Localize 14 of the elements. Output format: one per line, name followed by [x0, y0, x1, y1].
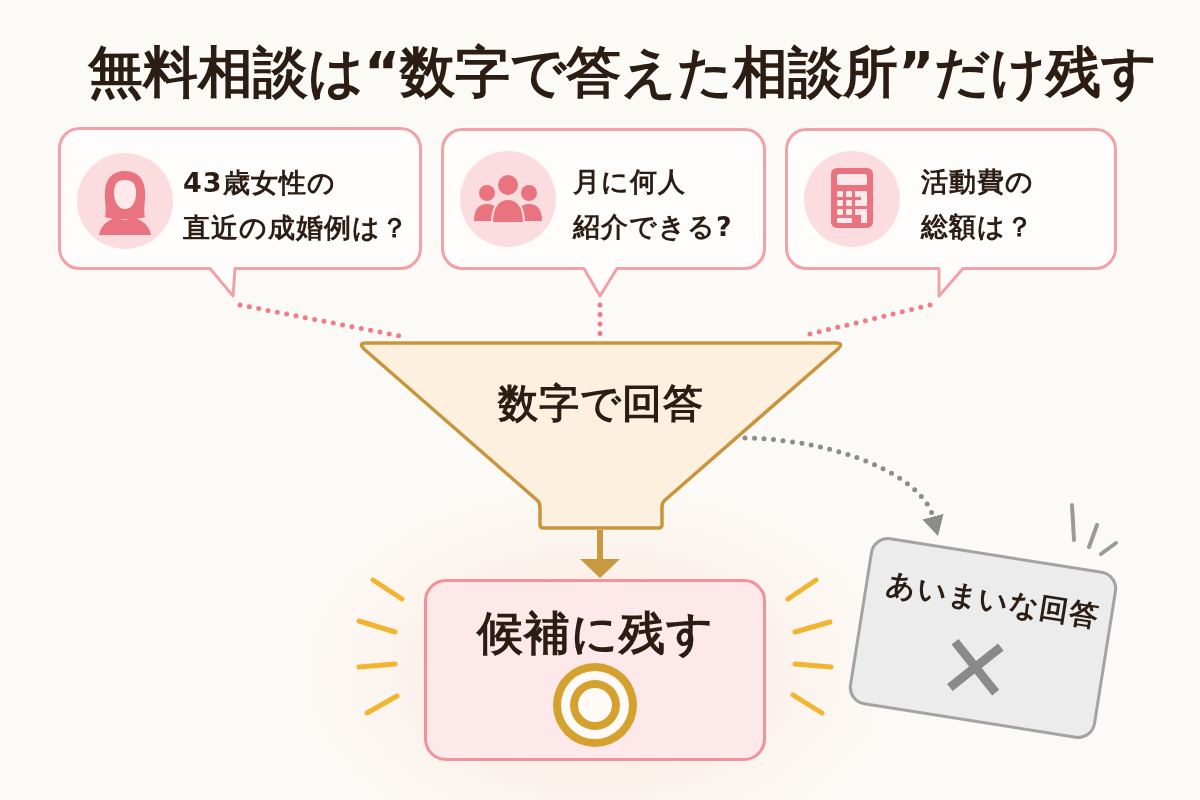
card-label: あいまいな回答 — [884, 565, 1103, 635]
question-text: 月に何人紹介できる? — [573, 165, 733, 244]
title: 無料相談は“数字で答えた相談所”だけ残す — [88, 39, 1158, 105]
arrow — [580, 530, 620, 578]
result-box — [424, 579, 766, 761]
dotted-line — [597, 302, 603, 339]
speech-bubble — [785, 128, 1117, 299]
speech-bubble — [58, 127, 422, 299]
box-label: 候補に残す — [476, 605, 714, 661]
question-text: 活動費の総額は？ — [921, 165, 1034, 244]
question-text: 43歳女性の直近の成婚例は？ — [183, 166, 409, 245]
speech-bubble — [441, 128, 766, 299]
dotted-line — [237, 302, 403, 339]
funnel-label: 数字で回答 — [498, 379, 704, 427]
